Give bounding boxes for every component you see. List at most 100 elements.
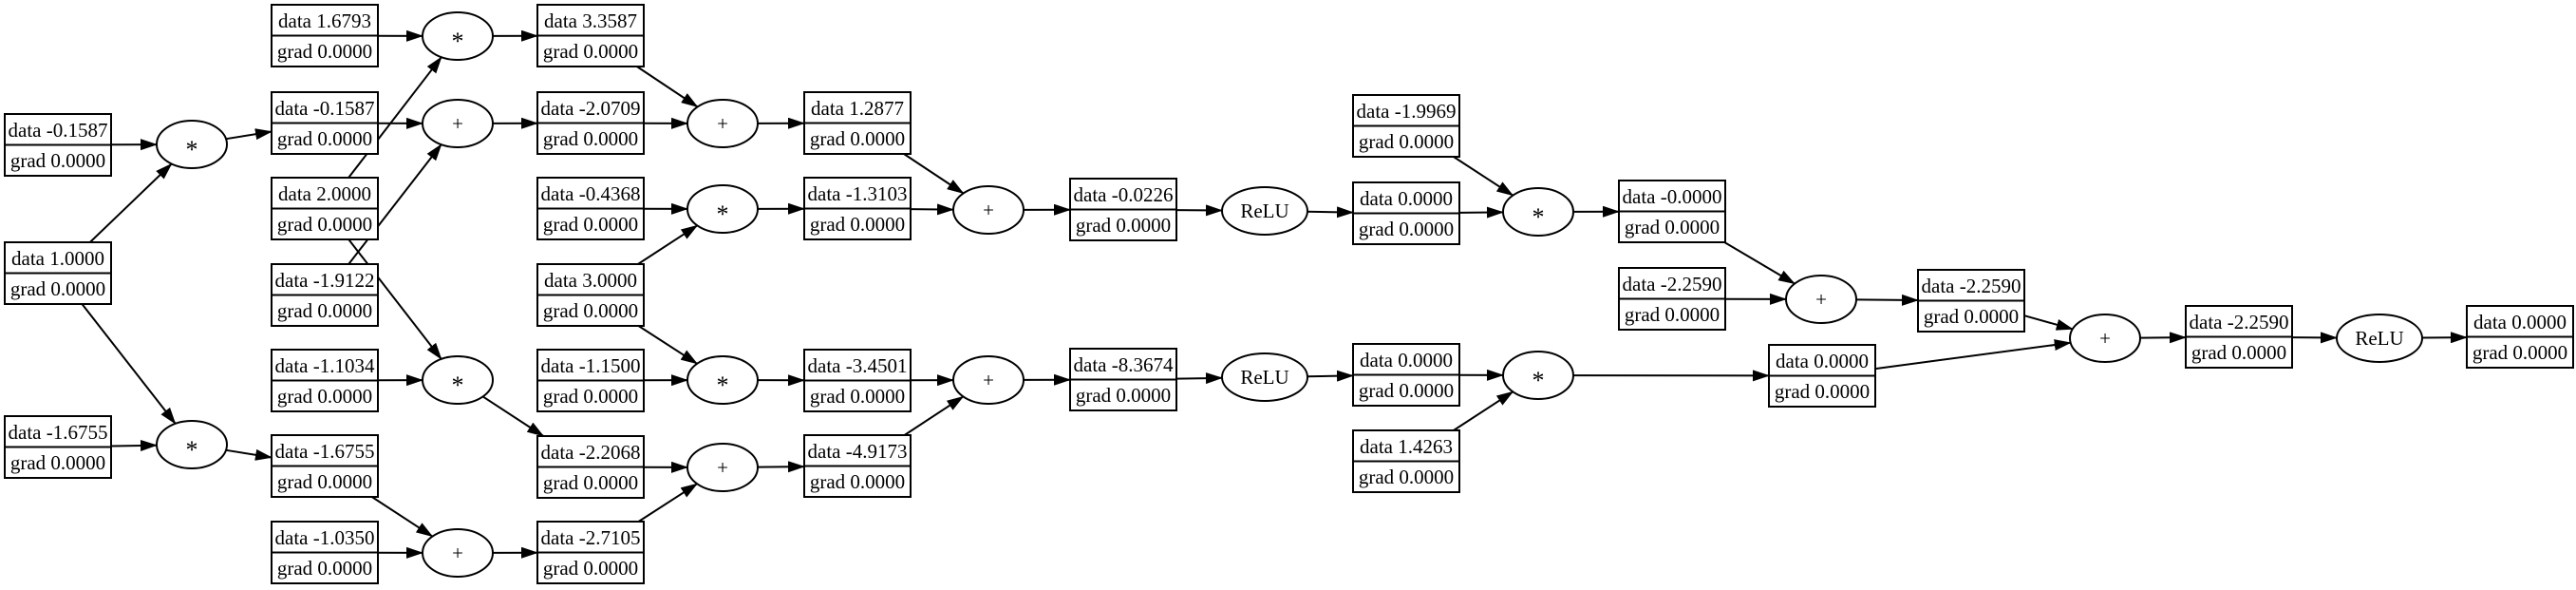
- edge-arrow: [903, 153, 965, 195]
- value-node-grad-label: grad 0.0000: [1359, 379, 1454, 402]
- value-node-grad-label: grad 0.0000: [1076, 214, 1171, 237]
- edge-arrow: [637, 325, 699, 365]
- op-label: *: [186, 136, 198, 163]
- value-node-grad-label: grad 0.0000: [1625, 216, 1720, 238]
- value-node-data-label: data -2.2068: [541, 441, 641, 464]
- value-node: data -3.4501 grad 0.0000: [803, 349, 912, 412]
- value-node-grad-label: grad 0.0000: [543, 385, 638, 408]
- edge-arrow: [348, 238, 442, 360]
- op-node-add: +: [422, 99, 494, 148]
- op-node-add: +: [686, 99, 759, 148]
- op-node-relu: ReLU: [1221, 352, 1308, 402]
- value-node-grad-label: grad 0.0000: [543, 213, 638, 236]
- edge-arrow: [81, 303, 177, 425]
- edge-arrow: [910, 203, 954, 216]
- value-node: data 0.0000 grad 0.0000: [1768, 344, 1876, 408]
- op-ellipse: [1221, 186, 1308, 236]
- value-node-grad-label: grad 0.0000: [810, 470, 905, 493]
- value-node-data-label: data -0.1587: [9, 119, 108, 142]
- op-ellipse: [952, 185, 1025, 235]
- value-node-grad-label: grad 0.0000: [10, 451, 105, 474]
- value-node-data-label: data -1.9969: [1357, 100, 1457, 123]
- value-node-data-label: data -4.9173: [808, 440, 908, 463]
- value-node-grad-label: grad 0.0000: [810, 385, 905, 408]
- value-node-grad-label: grad 0.0000: [1924, 305, 2019, 328]
- value-node-data-label: data -1.1034: [275, 354, 375, 377]
- op-ellipse: [1502, 187, 1574, 237]
- value-node-data-label: data -1.3103: [808, 182, 908, 205]
- value-node-grad-label: grad 0.0000: [1775, 380, 1870, 403]
- value-node-data-label: data -1.9122: [275, 269, 375, 292]
- op-node-relu: ReLU: [1221, 186, 1308, 236]
- value-node: data 1.0000 grad 0.0000: [4, 241, 112, 305]
- op-label: ReLU: [2355, 327, 2403, 350]
- value-node-data-label: data 1.0000: [11, 247, 104, 270]
- value-node-grad-label: grad 0.0000: [543, 40, 638, 63]
- edge-arrow: [225, 448, 273, 461]
- value-node: data 0.0000 grad 0.0000: [1352, 343, 1460, 407]
- value-node: data -2.2590 grad 0.0000: [2185, 305, 2293, 369]
- edge-arrow: [110, 439, 158, 451]
- op-ellipse: [422, 99, 494, 148]
- op-ellipse: [156, 120, 228, 169]
- value-node-grad-label: grad 0.0000: [1625, 303, 1720, 326]
- value-node-grad-label: grad 0.0000: [2191, 341, 2286, 364]
- edge-arrow: [636, 66, 699, 108]
- op-label: +: [983, 199, 994, 221]
- value-node-data-label: data -2.2590: [1623, 273, 1722, 295]
- value-node-grad-label: grad 0.0000: [277, 40, 372, 63]
- op-node-mul: *: [156, 420, 228, 469]
- op-node-mul: *: [422, 11, 494, 61]
- op-ellipse: [686, 443, 759, 492]
- value-node-grad-label: grad 0.0000: [277, 213, 372, 236]
- op-label: +: [717, 456, 728, 479]
- value-node-grad-label: grad 0.0000: [543, 299, 638, 322]
- op-node-add: +: [952, 185, 1025, 235]
- value-node-data-label: data -8.3674: [1074, 353, 1174, 376]
- op-ellipse: [422, 355, 494, 405]
- edge-arrow: [1855, 294, 1919, 306]
- op-label: *: [717, 371, 729, 399]
- edges-layer: [81, 29, 2468, 559]
- value-node-data-label: data 0.0000: [1360, 349, 1453, 371]
- op-node-add: +: [422, 528, 494, 578]
- edge-arrow: [348, 143, 442, 265]
- value-node: data 3.0000 grad 0.0000: [536, 263, 645, 327]
- op-node-add: +: [1785, 275, 1857, 324]
- op-ellipse: [1502, 351, 1574, 400]
- edge-arrow: [2023, 314, 2074, 331]
- value-node-grad-label: grad 0.0000: [10, 277, 105, 300]
- edge-arrow: [637, 224, 699, 265]
- edge-arrow: [89, 162, 173, 243]
- op-label: *: [1532, 203, 1545, 231]
- op-node-mul: *: [1502, 351, 1574, 400]
- op-ellipse: [952, 355, 1025, 405]
- value-node-data-label: data -3.4501: [808, 354, 908, 377]
- value-node-data-label: data 3.3587: [544, 10, 637, 32]
- value-node-grad-label: grad 0.0000: [1359, 466, 1454, 488]
- value-node-grad-label: grad 0.0000: [810, 213, 905, 236]
- edge-arrow: [482, 395, 545, 437]
- op-ellipse: [686, 184, 759, 234]
- op-node-mul: *: [156, 120, 228, 169]
- op-ellipse: [2069, 314, 2141, 363]
- op-node-add: +: [686, 443, 759, 492]
- value-node-grad-label: grad 0.0000: [810, 127, 905, 150]
- edge-arrow: [225, 128, 273, 141]
- value-node-data-label: data 0.0000: [1776, 350, 1869, 372]
- op-label: +: [1815, 288, 1827, 311]
- value-node-grad-label: grad 0.0000: [277, 299, 372, 322]
- value-node-data-label: data -1.6755: [275, 440, 375, 463]
- value-node-data-label: data -2.2590: [2190, 311, 2289, 333]
- value-node-data-label: data 3.0000: [544, 269, 637, 292]
